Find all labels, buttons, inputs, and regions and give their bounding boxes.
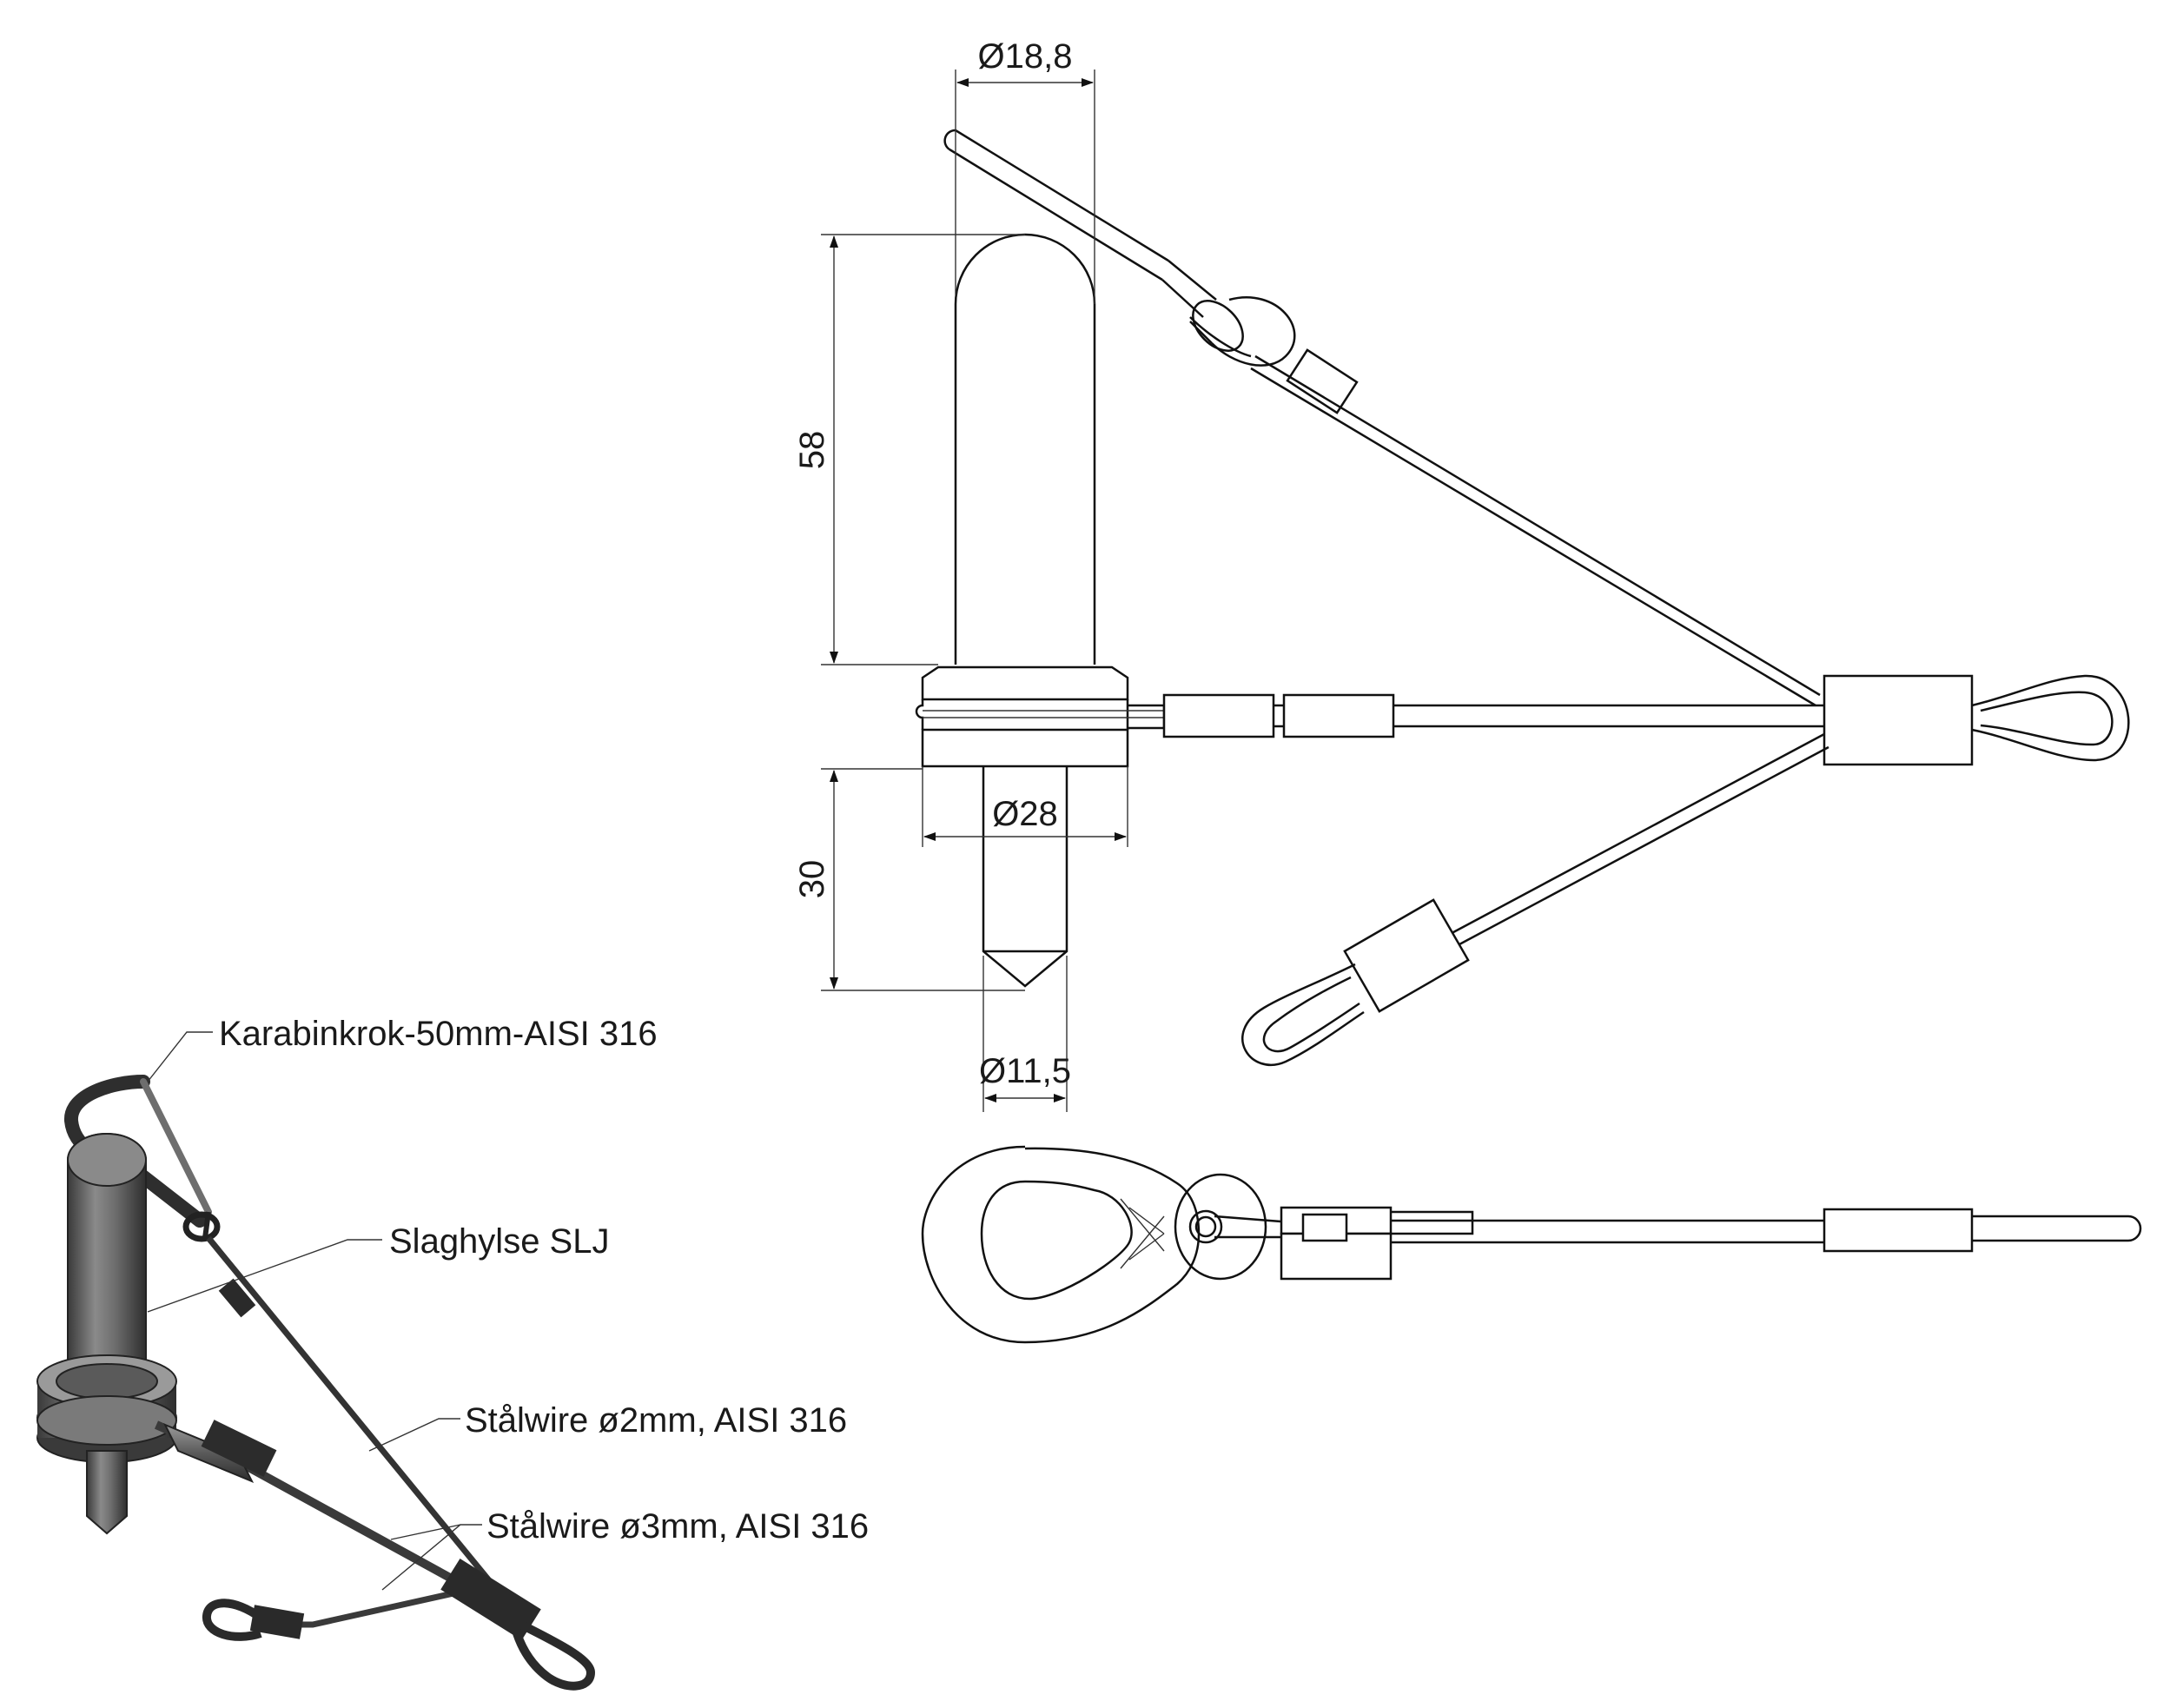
callouts: Karabinkrok-50mm-AISI 316 Slaghylse SLJ …	[147, 1015, 869, 1591]
pin-body	[915, 233, 1164, 988]
upper-crimp-sleeve	[1286, 348, 1359, 414]
carabiner-hook	[943, 129, 1296, 367]
callout-wire-3mm: Stålwire ø3mm, AISI 316	[486, 1507, 869, 1546]
dim-tip-length: 30	[793, 860, 831, 899]
right-eye-loop	[1971, 674, 2130, 762]
dim-flange-diameter: Ø28	[992, 795, 1058, 833]
dim-tip-diameter: Ø11,5	[979, 1052, 1071, 1090]
top-view	[921, 1145, 2142, 1344]
lower-wire	[1441, 732, 1829, 953]
iso-view	[36, 1075, 596, 1691]
main-crimp-sleeve	[1823, 674, 1974, 766]
dim-head-diameter: Ø18,8	[978, 37, 1073, 76]
lower-crimp-sleeve	[1343, 898, 1470, 1013]
dimensions: Ø18,8 58 Ø28 30 Ø11,5	[793, 37, 1128, 1112]
callout-wire-2mm: Stålwire ø2mm, AISI 316	[465, 1401, 847, 1440]
dim-body-length: 58	[793, 431, 831, 470]
lower-eye-loop	[1241, 963, 1365, 1067]
upper-wire	[1250, 354, 1821, 707]
front-view	[915, 129, 2130, 1067]
callout-karabinkrok: Karabinkrok-50mm-AISI 316	[219, 1015, 658, 1053]
callout-slaghylse: Slaghylse SLJ	[389, 1222, 609, 1261]
horizontal-wire	[1162, 693, 1824, 738]
